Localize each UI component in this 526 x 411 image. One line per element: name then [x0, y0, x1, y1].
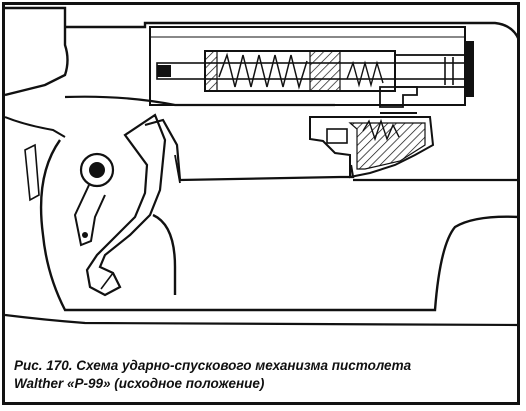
mechanism-svg — [5, 6, 519, 327]
pistol-frame-outline — [5, 6, 69, 97]
sear-spring — [362, 118, 400, 142]
caption-line-2: Walther «P-99» (исходное положение) — [14, 376, 265, 391]
caption-line-1: Рис. 170. Схема ударно-спускового механи… — [14, 358, 412, 373]
rear-plug — [394, 54, 466, 88]
figure-caption: Рис. 170. Схема ударно-спускового механи… — [14, 357, 514, 393]
frame-rail — [5, 116, 66, 138]
trigger-pivot — [79, 152, 115, 188]
rear-spring — [346, 60, 384, 88]
striker-spring — [218, 52, 308, 90]
slide-lower-line — [64, 95, 335, 107]
mechanism-drawing — [5, 5, 519, 353]
figure-frame — [2, 2, 520, 405]
trigger-guard — [39, 139, 519, 312]
trigger-guard-inner — [152, 213, 177, 295]
trigger-bar — [144, 118, 355, 182]
trigger-lever — [73, 184, 106, 247]
trigger — [85, 113, 167, 297]
slide-top-outline — [65, 21, 519, 41]
sear-housing — [309, 116, 435, 179]
grip-outline — [5, 313, 519, 327]
sear-block — [379, 86, 418, 108]
